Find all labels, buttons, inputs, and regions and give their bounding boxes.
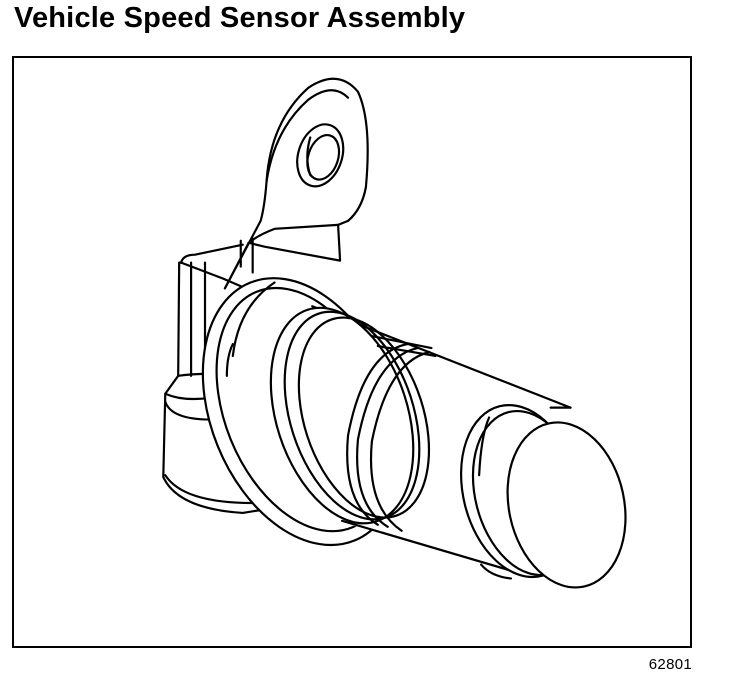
shaft-ring [346, 342, 431, 532]
figure-number: 62801 [648, 656, 692, 673]
sensor-tip [459, 404, 627, 589]
mounting-bracket [223, 77, 369, 290]
illustration-frame [12, 56, 692, 648]
speed-sensor-illustration [162, 77, 627, 589]
mounting-hole [296, 123, 345, 188]
page-title: Vehicle Speed Sensor Assembly [14, 2, 466, 34]
